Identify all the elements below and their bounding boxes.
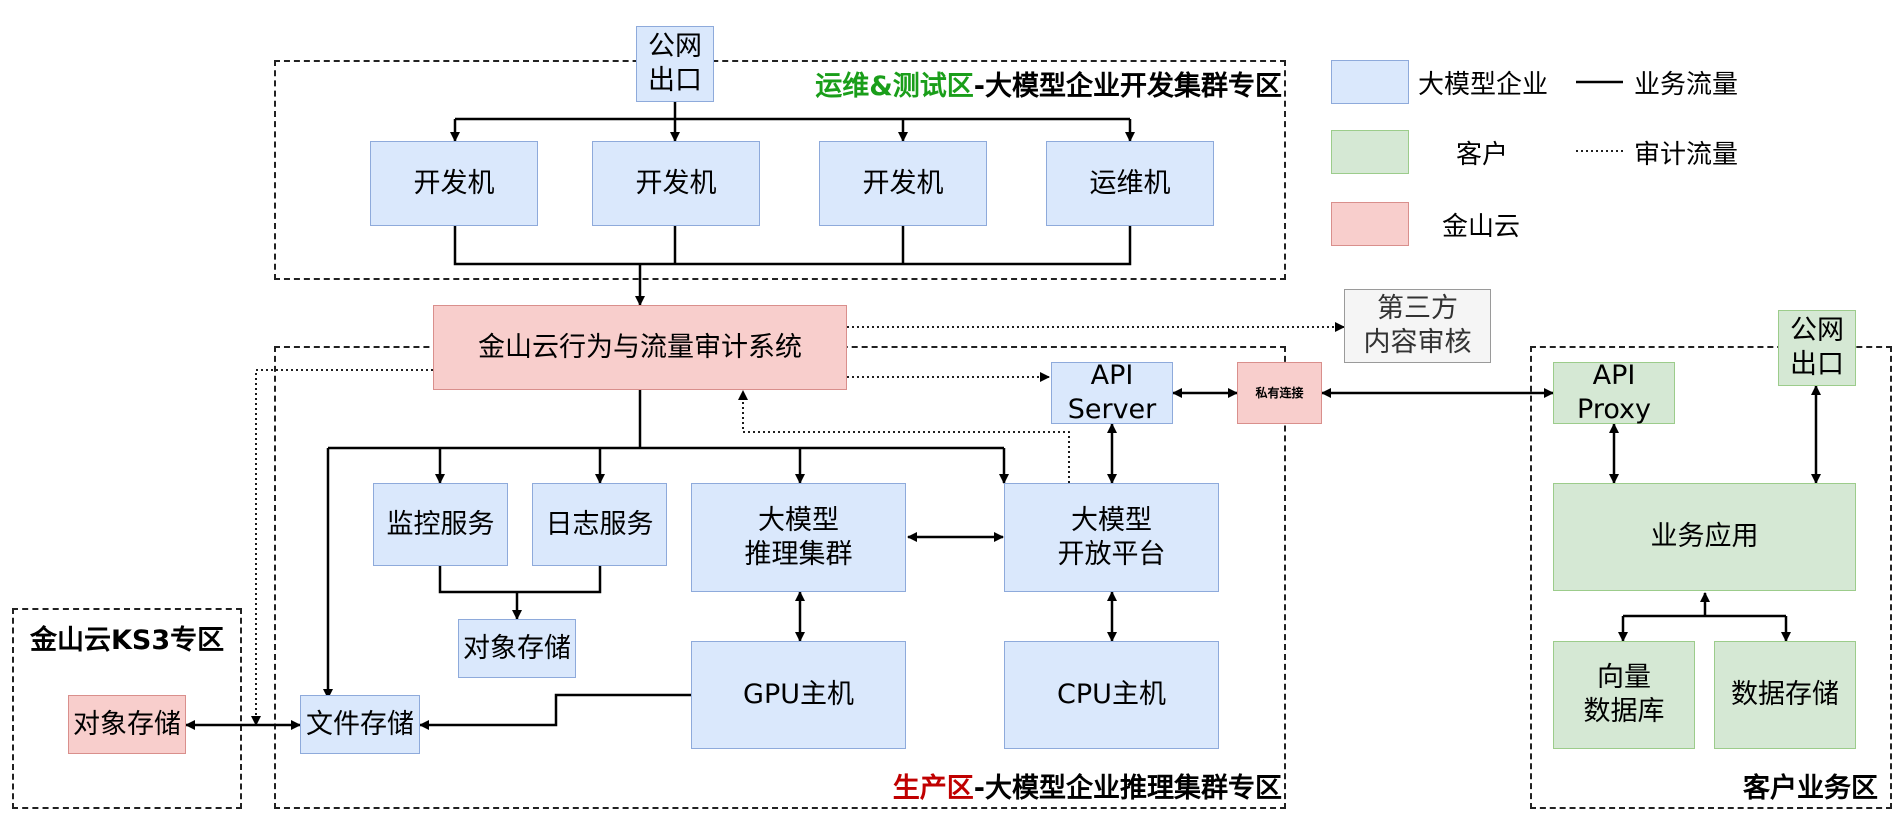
- dev-zone-title-rest: -大模型企业开发集群专区: [973, 71, 1282, 102]
- legend-label-kingsoft: 金山云: [1442, 212, 1521, 242]
- api-proxy: API Proxy: [1553, 360, 1675, 425]
- ks3-zone-title: 金山云KS3专区: [30, 625, 225, 656]
- data-storage: 数据存储: [1714, 641, 1856, 749]
- legend-label-enterprise: 大模型企业: [1418, 70, 1549, 100]
- legend-label-customer: 客户: [1456, 140, 1509, 170]
- dotted-audit-to-ks3: [251, 369, 433, 726]
- legend-swatch-enterprise: [1331, 60, 1409, 104]
- inference-cluster: 大模型 推理集群: [691, 483, 906, 592]
- open-platform: 大模型 开放平台: [1004, 483, 1219, 592]
- line-dev-bottom: [453, 226, 1132, 266]
- dev-zone: [274, 60, 1286, 280]
- business-app: 业务应用: [1553, 483, 1856, 591]
- private-link: 私有连接: [1237, 362, 1322, 424]
- dev-machine-2: 开发机: [592, 141, 760, 226]
- file-storage: 文件存储: [300, 695, 420, 754]
- dev-machine-3: 开发机: [819, 141, 987, 226]
- gpu-host: GPU主机: [691, 641, 906, 749]
- dev-machine-1: 开发机: [370, 141, 538, 226]
- ks3-object-storage: 对象存储: [68, 695, 186, 754]
- prod-zone-title-rest: -大模型企业推理集群专区: [973, 773, 1282, 804]
- prod-zone-title-accent: 生产区: [892, 773, 974, 804]
- dev-zone-title-accent: 运维&测试区: [815, 71, 974, 102]
- public-exit-customer: 公网 出口: [1778, 310, 1856, 386]
- cpu-host: CPU主机: [1004, 641, 1219, 749]
- legend-swatch-kingsoft: [1331, 202, 1409, 246]
- legend-label-audit-flow: 审计流量: [1634, 140, 1739, 170]
- customer-zone: [1530, 346, 1892, 809]
- legend-label-business-flow: 业务流量: [1634, 70, 1739, 100]
- log-service: 日志服务: [532, 483, 667, 566]
- object-storage-prod: 对象存储: [458, 619, 576, 678]
- api-server: API Server: [1051, 360, 1173, 425]
- ks3-zone: [12, 608, 242, 809]
- prod-zone-title: 生产区-大模型企业推理集群专区: [893, 766, 1282, 805]
- ops-machine: 运维机: [1046, 141, 1214, 226]
- dotted-platform-to-audit: [738, 390, 1070, 483]
- arrow-gpu-to-file-storage: [419, 693, 691, 730]
- public-exit-top: 公网 出口: [636, 26, 714, 102]
- customer-zone-title: 客户业务区: [1743, 773, 1878, 804]
- third-party-review: 第三方 内容审核: [1344, 289, 1491, 363]
- legend-swatch-customer: [1331, 130, 1409, 174]
- dev-zone-title: 运维&测试区-大模型企业开发集群专区: [815, 64, 1282, 103]
- monitor-service: 监控服务: [373, 483, 508, 566]
- audit-system: 金山云行为与流量审计系统: [433, 305, 847, 390]
- vector-db: 向量 数据库: [1553, 641, 1695, 749]
- line-monlog-merge: [438, 566, 602, 594]
